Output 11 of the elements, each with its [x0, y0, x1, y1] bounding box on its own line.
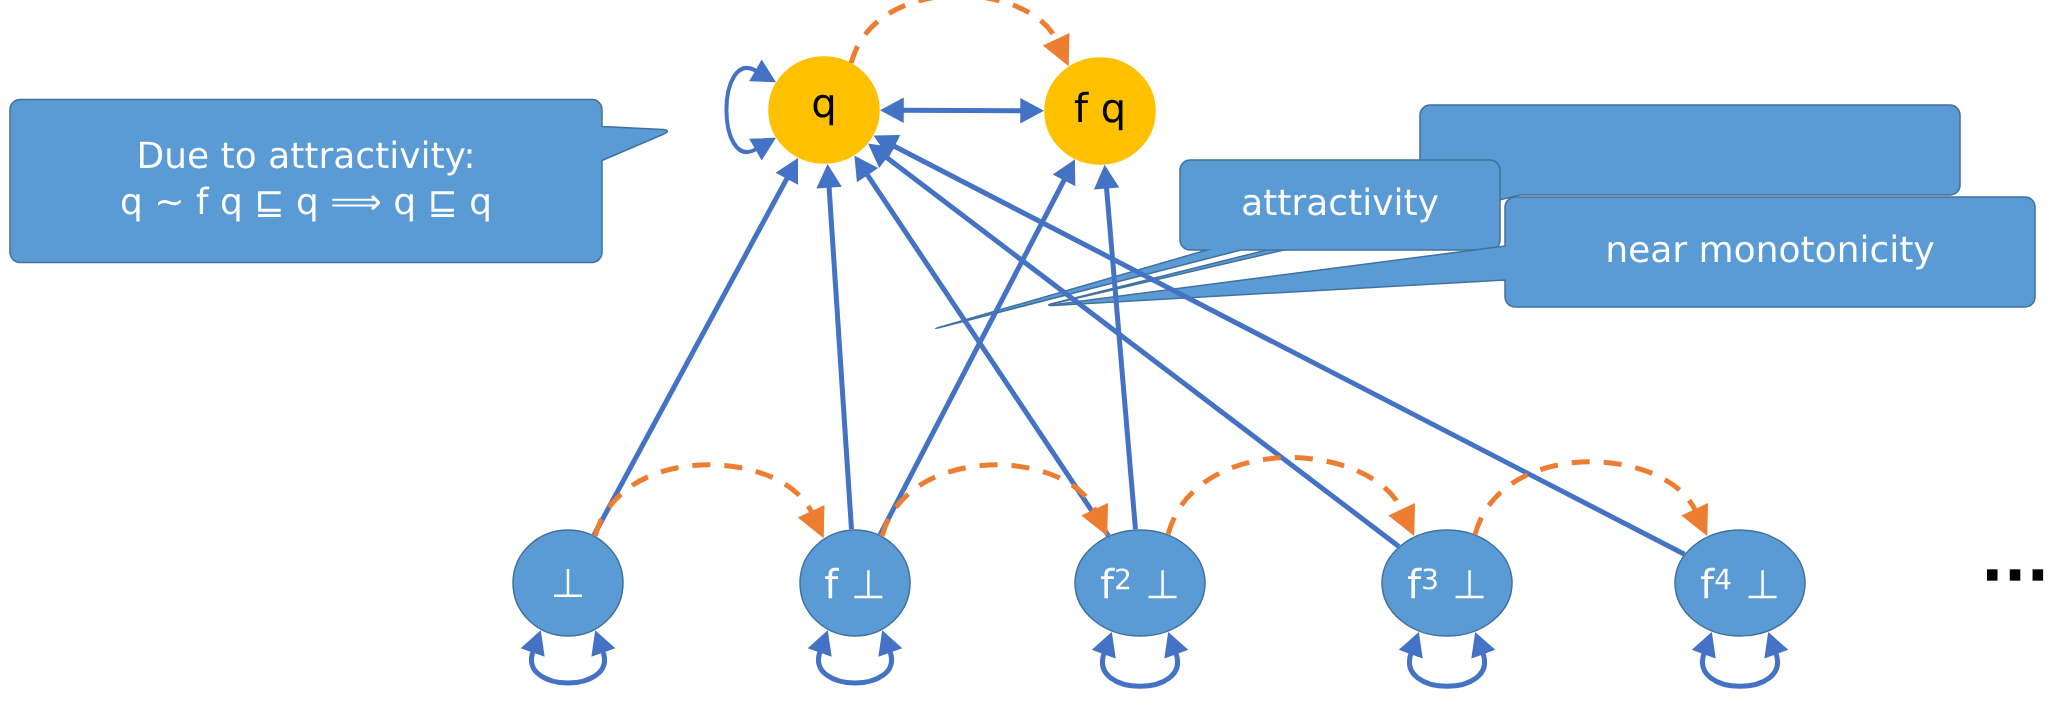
callout-box: Due to attractivity: q ∼ f q ⊑ q ⟹ q ⊑ q	[9, 98, 669, 264]
callout-box: attractivity	[934, 159, 1501, 330]
ellipse-node: f q	[1044, 57, 1156, 165]
ellipse-node: f$^{2}$ ⊥	[1074, 529, 1206, 637]
ellipse-node: q	[768, 56, 880, 164]
ellipse-node: f$^{4}$ ⊥	[1674, 529, 1806, 637]
ellipsis: ...	[1986, 569, 2044, 581]
ellipse-node: f$^{3}$ ⊥	[1381, 529, 1513, 637]
curved-arrow	[879, 462, 1108, 537]
ellipse-node: f ⊥	[799, 529, 911, 637]
ellipse-node: ⊥	[512, 529, 624, 637]
